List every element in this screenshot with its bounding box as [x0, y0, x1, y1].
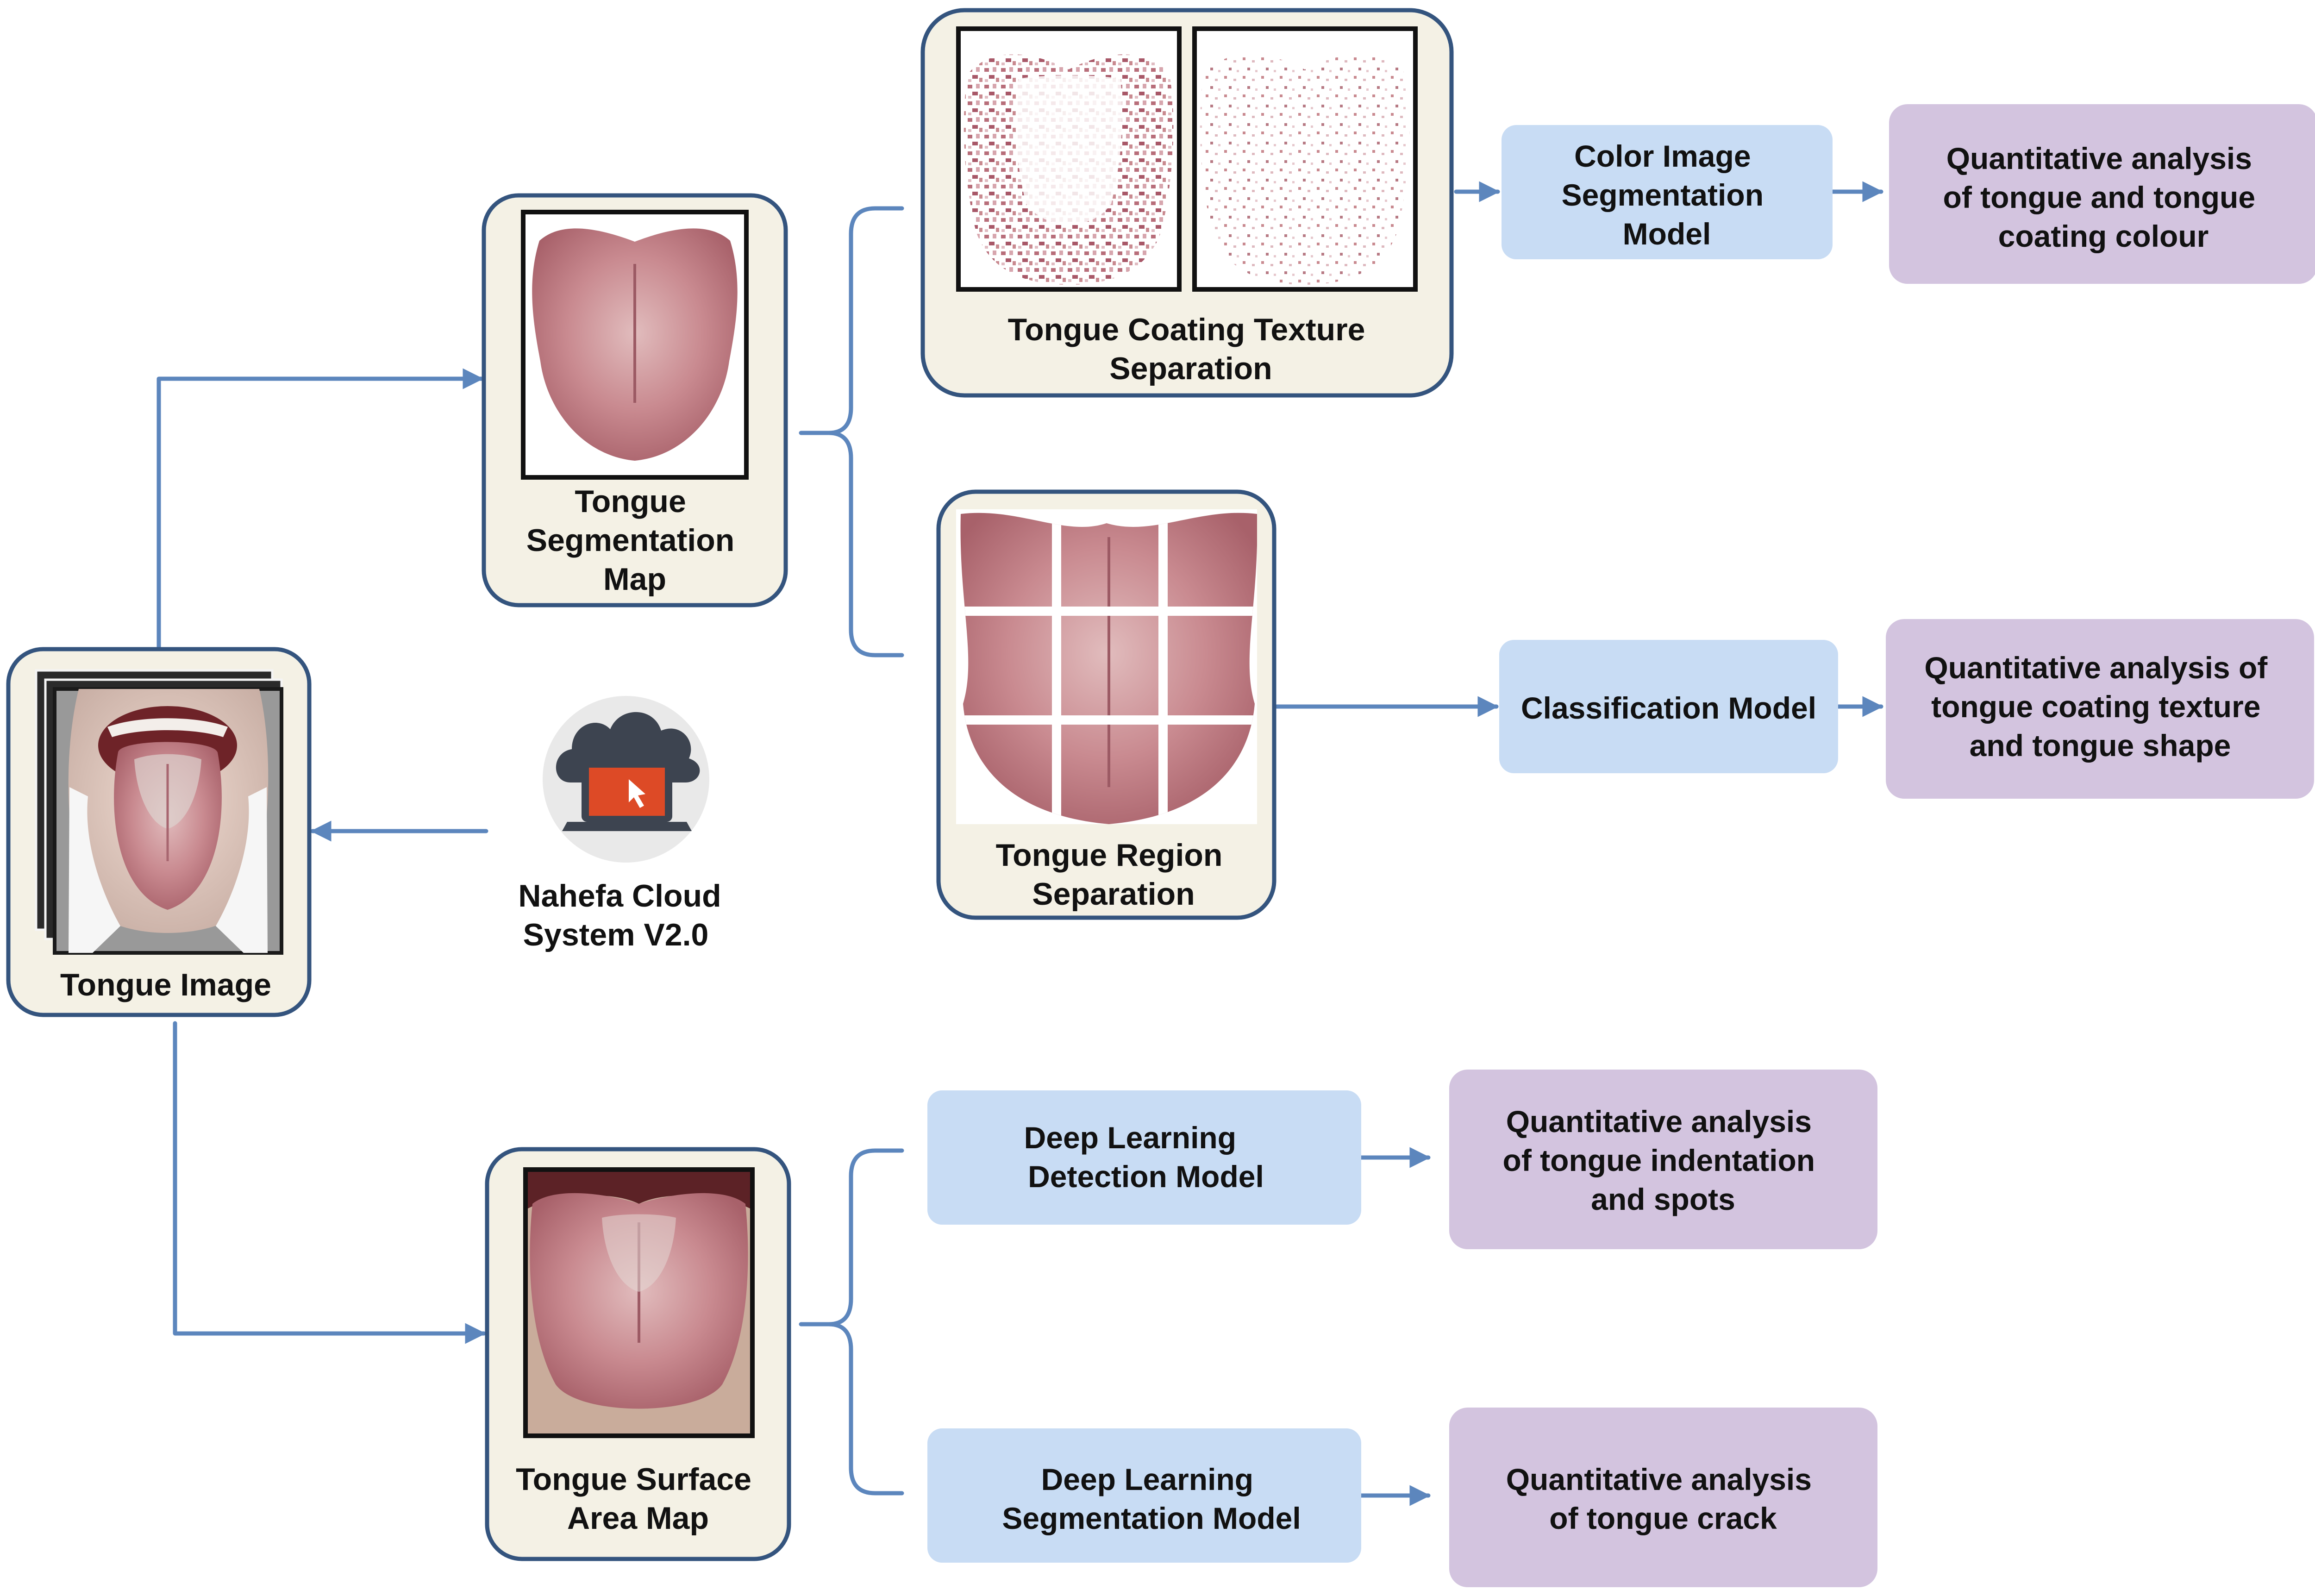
detection-model-label: Deep Learning Detection Model	[1024, 1120, 1264, 1194]
tongue-texture-right	[1200, 54, 1410, 285]
result-colour-label: Quantitative analysis of tongue and tong…	[1943, 141, 2264, 253]
segmentation-model-line2: Segmentation Model	[1002, 1501, 1301, 1535]
result-colour-line1: Quantitative analysis	[1946, 141, 2252, 175]
classification-model-line1: Classification Model	[1521, 691, 1816, 725]
classification-model-label: Classification Model	[1521, 691, 1816, 725]
coating-texture-label: Tongue Coating Texture Separation	[1008, 312, 1374, 386]
color-model-line3: Model	[1623, 217, 1711, 251]
result-colour-box: Quantitative analysis of tongue and tong…	[1889, 104, 2315, 284]
segmentation-map-label-line2: Segmentation	[526, 523, 735, 558]
segmentation-model-box: Deep Learning Segmentation Model	[927, 1428, 1361, 1563]
color-model-line1: Color Image	[1574, 139, 1751, 173]
cloud-system-label-line2: System V2.0	[523, 917, 709, 952]
result-indentation-line2: of tongue indentation	[1503, 1143, 1815, 1177]
connector-image-to-surface-area-map	[173, 1021, 486, 1344]
bracket-lower	[799, 1148, 904, 1496]
segmentation-model-line1: Deep Learning	[1041, 1462, 1253, 1496]
region-separation-node: Tongue Region Separation	[936, 489, 1276, 920]
result-indentation-spots-box: Quantitative analysis of tongue indentat…	[1449, 1070, 1877, 1249]
face-photo	[53, 687, 283, 955]
segmentation-map-node: Tongue Segmentation Map	[482, 193, 788, 607]
color-segmentation-model-box: Color Image Segmentation Model	[1502, 125, 1833, 259]
result-texture-shape-box: Quantitative analysis of tongue coating …	[1886, 619, 2314, 799]
detection-model-line2: Detection Model	[1028, 1159, 1264, 1194]
region-separation-label-line2: Separation	[1032, 876, 1195, 912]
result-texture-shape-line1: Quantitative analysis of	[1924, 651, 2268, 685]
result-crack-box: Quantitative analysis of tongue crack	[1449, 1408, 1877, 1587]
grid-gap-horizontal-2	[960, 715, 1258, 725]
color-model-line2: Segmentation	[1562, 178, 1764, 212]
detection-model-box: Deep Learning Detection Model	[927, 1090, 1361, 1225]
region-separation-label: Tongue Region Separation	[996, 838, 1232, 912]
surface-area-map-label-line1: Tongue Surface	[516, 1462, 751, 1497]
coating-texture-node: Tongue Coating Texture Separation	[920, 8, 1454, 398]
bracket-upper	[799, 206, 904, 657]
surface-area-map-label-line2: Area Map	[567, 1501, 709, 1536]
result-indentation-spots-label: Quantitative analysis of tongue indentat…	[1503, 1104, 1824, 1216]
grid-gap-vertical-2	[1158, 513, 1168, 824]
result-colour-line2: of tongue and tongue	[1943, 180, 2256, 214]
result-crack-line1: Quantitative analysis	[1506, 1462, 1812, 1496]
coating-texture-label-line1: Tongue Coating Texture	[1008, 312, 1365, 347]
tongue-image-label: Tongue Image	[60, 967, 271, 1002]
tongue-image-node: Tongue Image	[6, 647, 312, 1017]
surface-area-map-label: Tongue Surface Area Map	[516, 1462, 760, 1536]
region-separation-label-line1: Tongue Region	[996, 838, 1223, 873]
detection-model-line1: Deep Learning	[1024, 1120, 1236, 1155]
grid-gap-vertical-1	[1052, 513, 1061, 824]
cloud-system-label: Nahefa Cloud System V2.0	[518, 878, 730, 952]
segmentation-model-label: Deep Learning Segmentation Model	[1002, 1462, 1301, 1535]
cloud-system-node: Nahefa Cloud System V2.0	[518, 696, 730, 952]
result-texture-shape-line2: tongue coating texture	[1931, 689, 2260, 724]
surface-area-map-node: Tongue Surface Area Map	[485, 1147, 791, 1561]
result-indentation-line1: Quantitative analysis	[1506, 1104, 1812, 1139]
coating-texture-label-line2: Separation	[1109, 351, 1272, 386]
segmentation-map-label-line1: Tongue	[575, 484, 686, 519]
connectors	[156, 181, 1883, 1506]
result-texture-shape-line3: and tongue shape	[1970, 728, 2231, 763]
connector-image-to-segmentation-map	[156, 368, 484, 651]
segmentation-map-label: Tongue Segmentation Map	[526, 484, 744, 597]
surface-area-photo	[523, 1167, 755, 1438]
result-indentation-line3: and spots	[1591, 1182, 1735, 1216]
result-crack-line2: of tongue crack	[1549, 1501, 1777, 1535]
result-crack-label: Quantitative analysis of tongue crack	[1506, 1462, 1821, 1535]
result-texture-shape-label: Quantitative analysis of tongue coating …	[1924, 651, 2276, 763]
result-colour-line3: coating colour	[1998, 219, 2209, 253]
grid-gap-horizontal-1	[960, 607, 1258, 616]
cloud-laptop-icon	[543, 696, 709, 863]
segmentation-map-label-line3: Map	[603, 562, 666, 597]
color-segmentation-model-label: Color Image Segmentation Model	[1562, 139, 1772, 251]
region-grid-tongue	[960, 513, 1258, 824]
cloud-system-label-line1: Nahefa Cloud	[518, 878, 721, 914]
classification-model-box: Classification Model	[1499, 640, 1838, 773]
